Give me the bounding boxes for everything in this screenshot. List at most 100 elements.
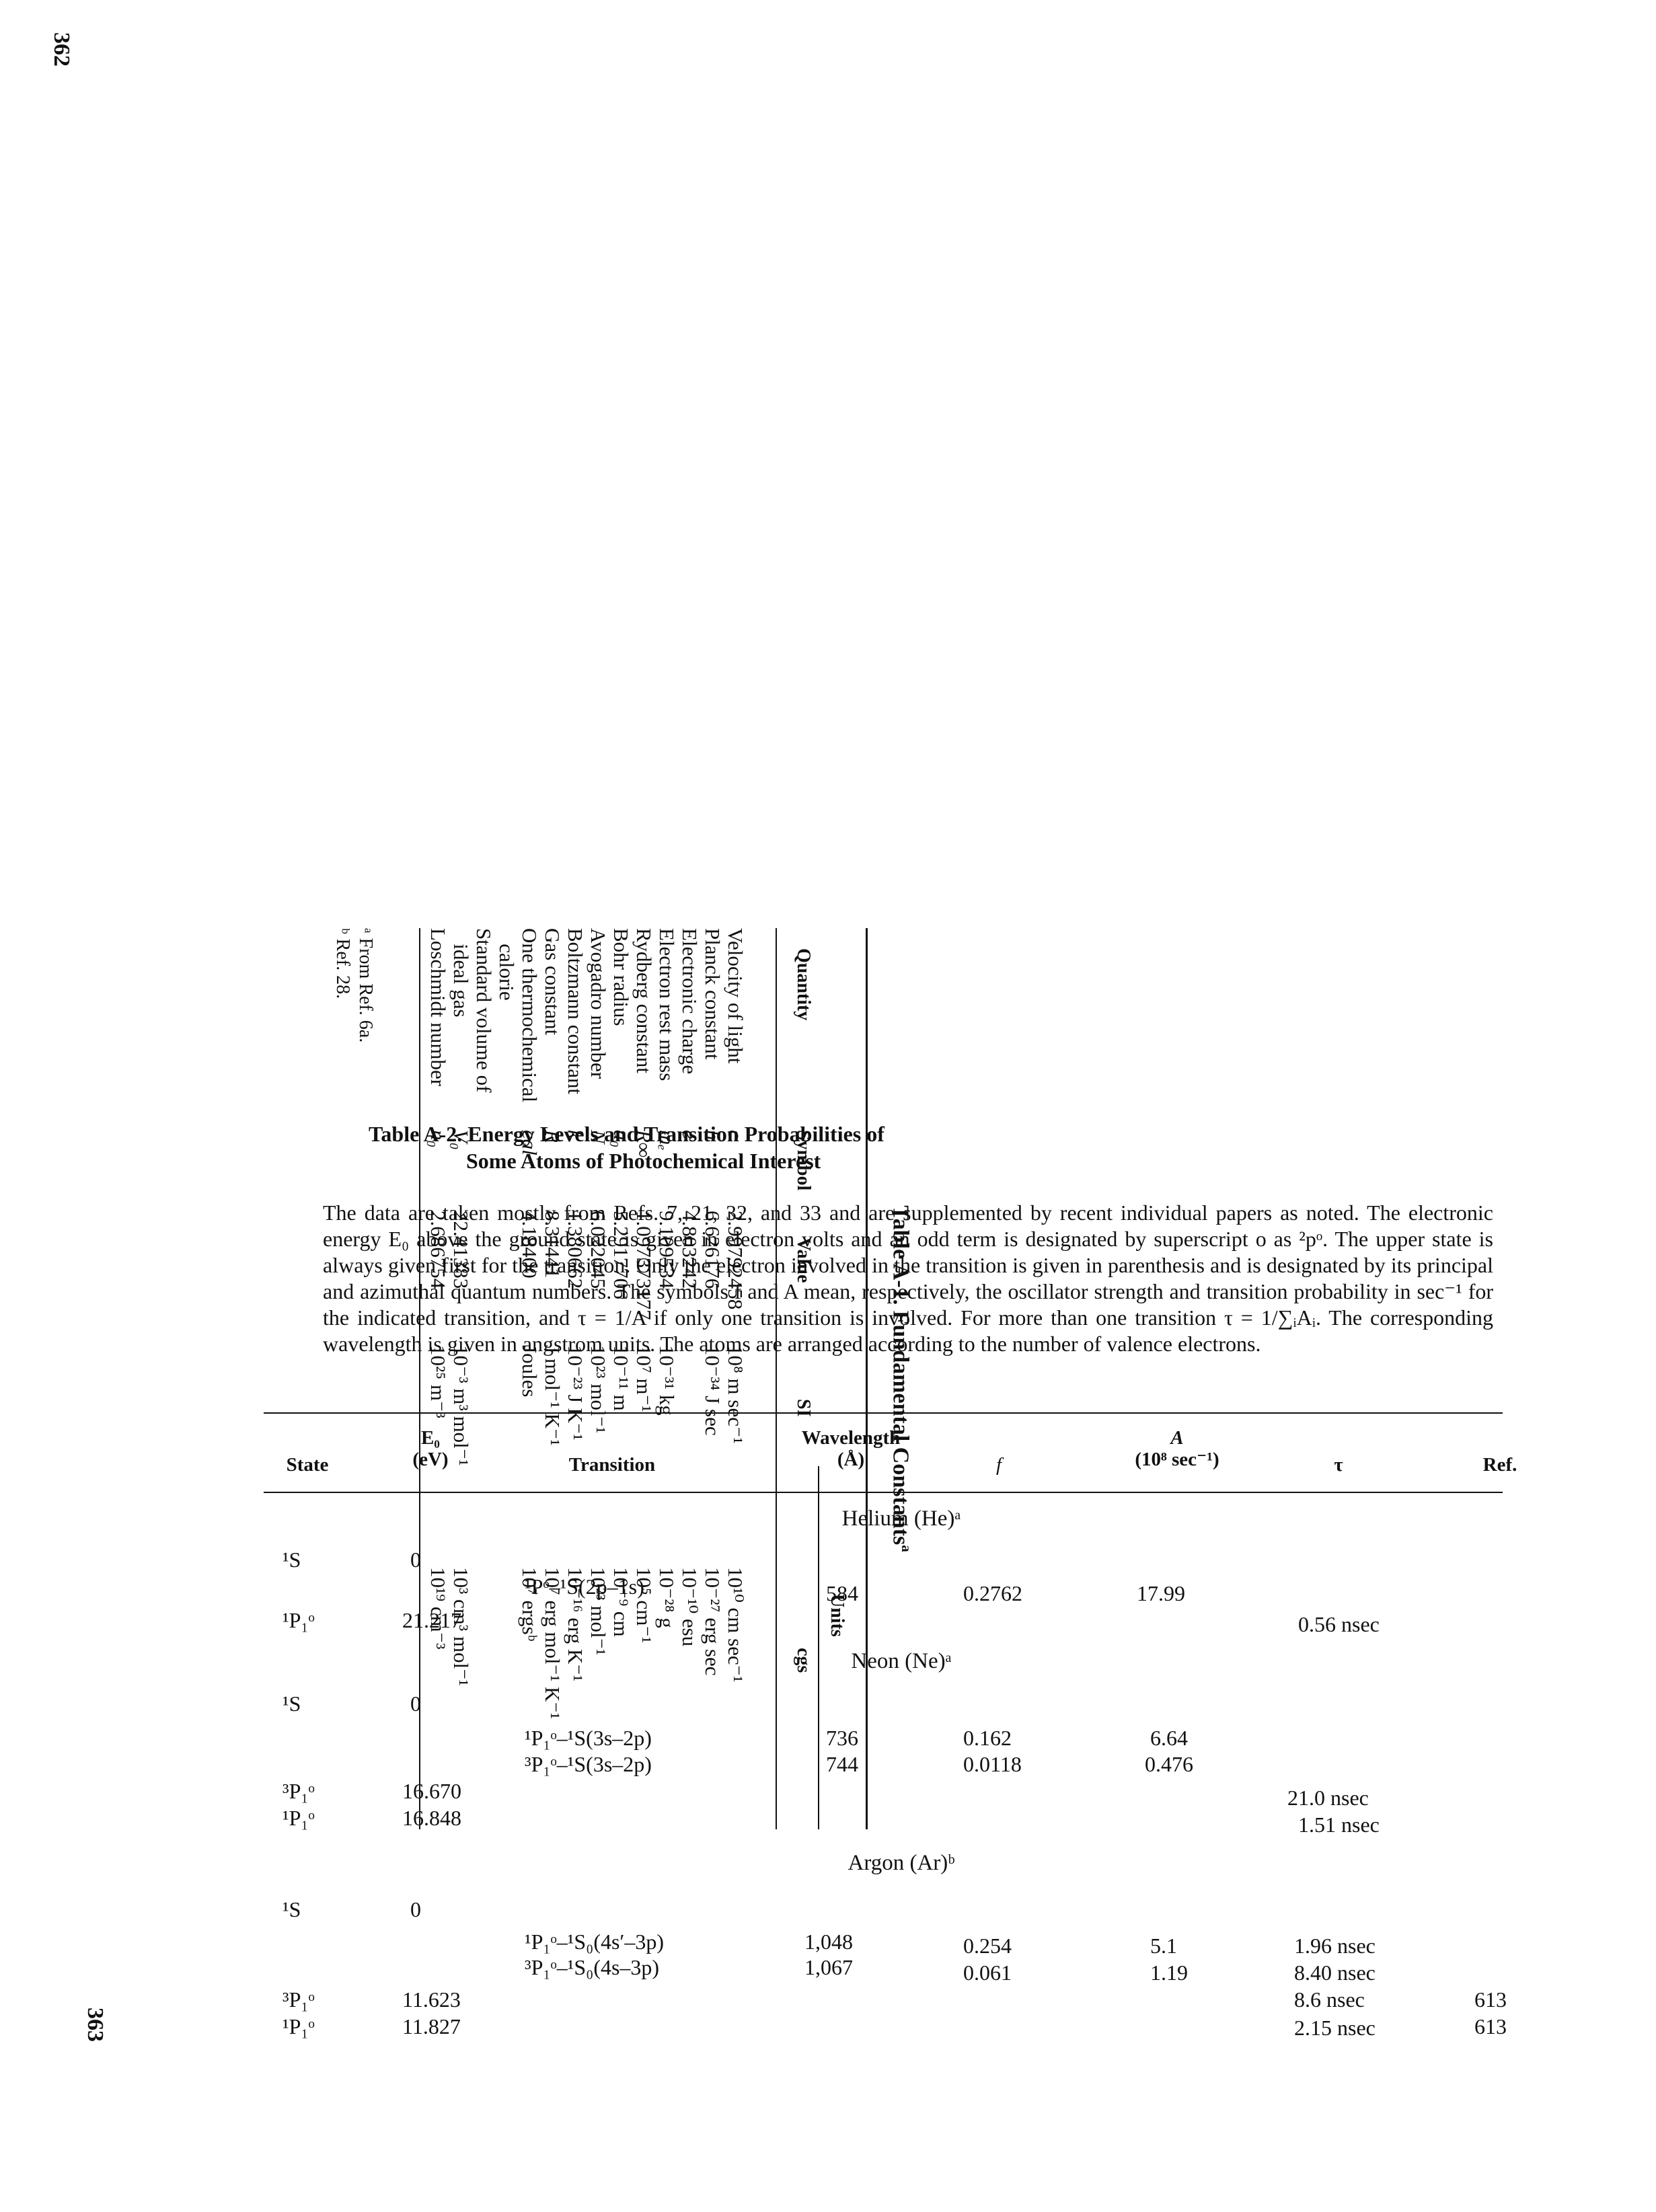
tau-cell: 8.6 nsec — [1294, 1987, 1365, 2012]
wavelength-cell: 1,067 — [804, 1955, 853, 1979]
tau-cell: 21.0 nsec — [1287, 1786, 1369, 1810]
section-neon: Neon (Ne)ᵃ — [851, 1649, 952, 1673]
footnote: ᵃ From Ref. 6a. — [355, 928, 376, 1043]
state-cell: ¹S — [283, 1548, 301, 1572]
page-number-right: 363 — [83, 2008, 108, 2042]
quantity-cell: ideal gas — [449, 928, 473, 1018]
state-cell: ³P₁ᵒ — [283, 1779, 315, 1803]
quantity-cell: Boltzmann constant — [564, 928, 587, 1095]
cgs-cell: 10⁻⁹ cm — [609, 1567, 633, 1637]
state-cell: ¹P₁ᵒ — [283, 2014, 315, 2038]
f-cell: 0.0118 — [963, 1752, 1022, 1776]
tau-cell: 1.96 nsec — [1294, 1934, 1376, 1958]
cgs-cell: 10⁵ cm⁻¹ — [632, 1567, 656, 1644]
table-a1: Table A-1. Fundamental Constantsa Units … — [296, 928, 915, 1863]
energy-cell: 0 — [410, 1691, 421, 1716]
energy-cell: 0 — [410, 1548, 421, 1572]
header-a: A (10⁸ sec⁻¹) — [1096, 1427, 1258, 1470]
page-number-left: 362 — [49, 32, 74, 67]
header-a-symbol: A — [1170, 1427, 1184, 1449]
cgs-cell — [472, 1567, 495, 1829]
quantity-cell: Rydberg constant — [632, 928, 656, 1074]
wavelength-cell: 1,048 — [804, 1930, 853, 1954]
section-argon: Argon (Ar)ᵇ — [848, 1851, 955, 1875]
quantity-cell: Velocity of light — [724, 928, 747, 1064]
transition-cell: ¹Pᵒ–¹S(2p–1s) — [525, 1574, 644, 1599]
a-cell: 0.476 — [1145, 1752, 1193, 1776]
a-cell: 17.99 — [1137, 1581, 1185, 1605]
state-cell: ¹S — [283, 1691, 301, 1716]
ref-cell: 613 — [1474, 1987, 1507, 2012]
quantity-cell: Avogadro number — [587, 928, 610, 1079]
cgs-cell — [495, 1567, 518, 1829]
a-cell: 5.1 — [1150, 1934, 1177, 1958]
cgs-cell: 10⁻¹⁶ erg K⁻¹ — [564, 1567, 587, 1682]
table-a1-header-quantity: Quantity — [793, 948, 814, 1021]
table-a2-title-line2: Some Atoms of Photochemical Interest — [466, 1149, 821, 1173]
table-row: calorie — [495, 928, 519, 1829]
table-a1-header-si: SI — [793, 1399, 814, 1417]
f-cell: 0.2762 — [963, 1581, 1022, 1605]
quantity-cell: Planck constant — [701, 928, 724, 1060]
cgs-cell: 10⁻¹⁰ esu — [678, 1567, 702, 1647]
quantity-cell: One thermochemical — [518, 928, 541, 1103]
energy-cell: 0 — [410, 1897, 421, 1921]
cgs-cell: 10¹⁰ cm sec⁻¹ — [724, 1567, 747, 1683]
si-cell: 10⁸ m sec⁻¹ — [724, 1345, 747, 1444]
f-cell: 0.061 — [963, 1960, 1012, 1985]
quantity-cell: Electron rest mass — [655, 928, 679, 1081]
quantity-cell: Standard volume of — [472, 928, 496, 1093]
f-cell: 0.254 — [963, 1934, 1012, 1958]
quantity-cell: Gas constant — [541, 928, 564, 1036]
wavelength-cell: 736 — [826, 1726, 858, 1750]
energy-cell: 16.848 — [402, 1806, 461, 1830]
tau-cell: 2.15 nsec — [1294, 2016, 1376, 2040]
footnote: ᵇ Ref. 28. — [332, 928, 353, 999]
quantity-cell: Bohr radius — [609, 928, 633, 1026]
table-row: Standard volume of — [472, 928, 496, 1829]
table-a2-title-line1: Table A-2. Energy Levels and Transition … — [369, 1122, 885, 1146]
tau-cell: 0.56 nsec — [1298, 1612, 1380, 1636]
table-a1-top-rule — [866, 928, 868, 1829]
a-cell: 6.64 — [1150, 1726, 1188, 1750]
state-cell: ³P₁ᵒ — [283, 1987, 315, 2012]
header-transition: Transition — [568, 1454, 656, 1476]
ref-cell: 613 — [1474, 2014, 1507, 2038]
si-cell — [495, 1345, 518, 1567]
table-a2-description: The data are taken mostly from Refs. 7, … — [323, 1200, 1493, 1356]
state-cell: ¹P₁ᵒ — [283, 1608, 315, 1632]
cgs-cell: 10²³ mol⁻¹ — [587, 1567, 610, 1656]
state-cell: ¹S — [283, 1897, 301, 1921]
tau-cell: 8.40 nsec — [1294, 1960, 1376, 1985]
table-a2-top-rule — [264, 1412, 1503, 1414]
cgs-cell: 10⁷ ergsᵇ — [518, 1567, 541, 1642]
tau-cell: 1.51 nsec — [1298, 1813, 1380, 1837]
section-helium: Helium (He)ᵃ — [841, 1507, 961, 1531]
table-a1-title: Table A-1. Fundamental Constantsa — [888, 928, 915, 1829]
transition-cell: ¹P₁ᵒ–¹S₀(4s′–3p) — [525, 1930, 665, 1954]
header-e0-symbol: E₀ — [420, 1427, 441, 1449]
wavelength-cell: 744 — [826, 1752, 858, 1776]
cgs-cell: 10⁻²⁸ g — [655, 1567, 679, 1628]
table-a1-footnotes: ᵃ From Ref. 6a. ᵇ Ref. 28. — [331, 928, 377, 1042]
table-a1-title-note: a — [899, 1545, 915, 1552]
header-wavelength: Wavelength (Å) — [774, 1427, 928, 1470]
quantity-cell: calorie — [495, 928, 519, 1001]
header-ref: Ref. — [1482, 1454, 1517, 1476]
energy-cell: 21.217 — [402, 1608, 461, 1632]
energy-cell: 16.670 — [402, 1779, 461, 1803]
quantity-cell: Electronic charge — [678, 928, 702, 1075]
a-cell: 1.19 — [1150, 1960, 1188, 1985]
